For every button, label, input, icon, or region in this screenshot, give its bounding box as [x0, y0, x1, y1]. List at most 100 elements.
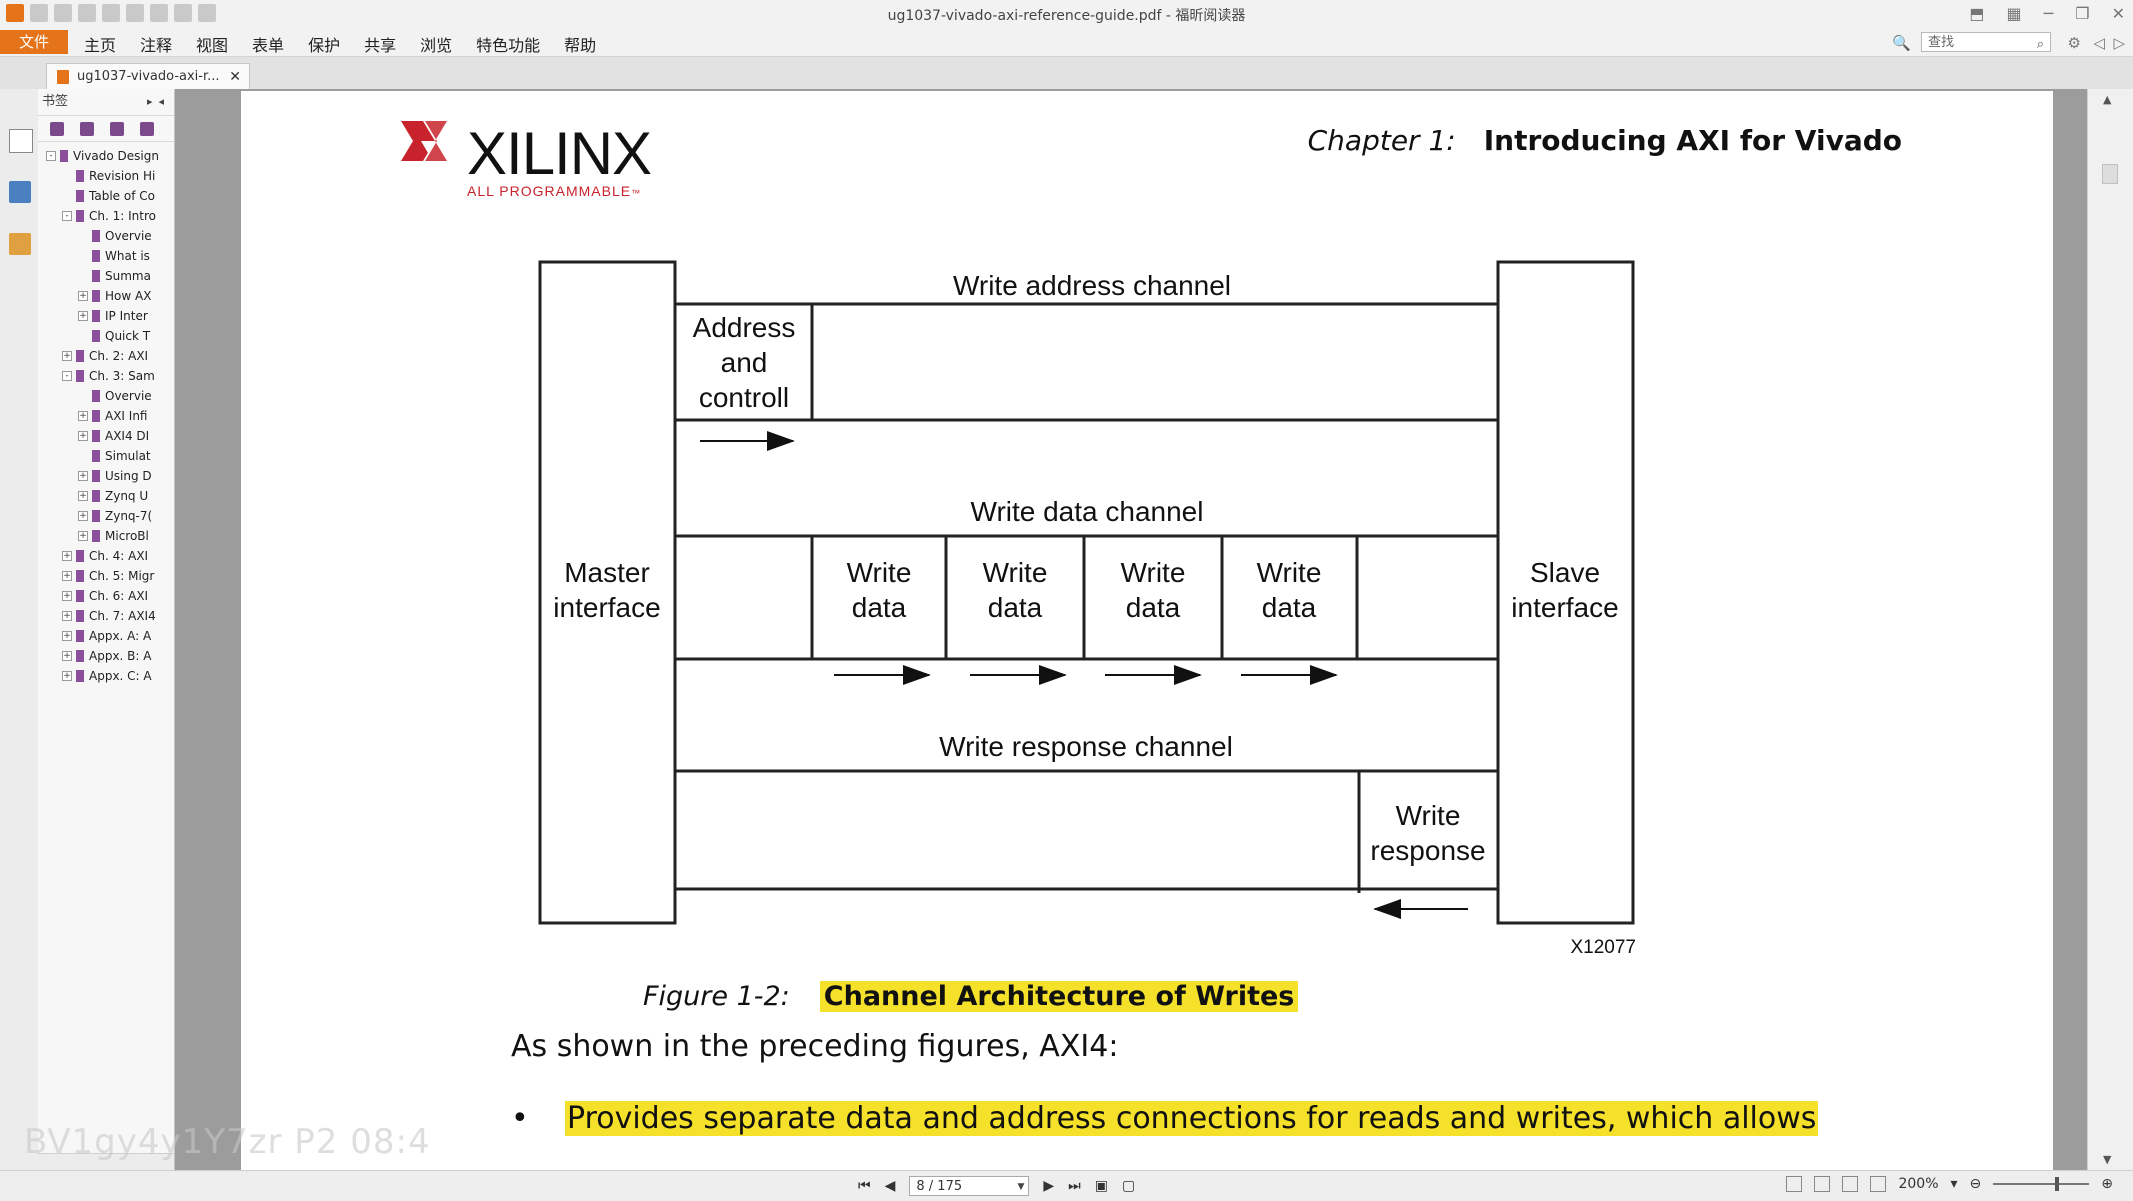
- bookmark-item[interactable]: -Ch. 3: Sam: [38, 366, 174, 386]
- pages-panel-icon[interactable]: [9, 181, 31, 203]
- scroll-thumb[interactable]: [2102, 164, 2118, 184]
- bookmark-item[interactable]: Quick T: [38, 326, 174, 346]
- menu-view[interactable]: 视图: [196, 36, 229, 55]
- back-icon[interactable]: ◁: [2093, 34, 2105, 52]
- collapse-icon[interactable]: -: [62, 211, 72, 221]
- search-icon[interactable]: ⌕: [2036, 37, 2044, 52]
- print-icon[interactable]: [78, 4, 96, 22]
- save-icon[interactable]: [54, 4, 72, 22]
- bookmark-item[interactable]: What is: [38, 246, 174, 266]
- bookmark-item[interactable]: +Appx. C: A: [38, 666, 174, 686]
- open-icon[interactable]: [30, 4, 48, 22]
- bookmark-item[interactable]: +AXI Infi: [38, 406, 174, 426]
- page-dropdown-icon[interactable]: ▼: [1017, 1182, 1025, 1192]
- bookmark-item[interactable]: +How AX: [38, 286, 174, 306]
- bookmark-item[interactable]: -Vivado Design: [38, 146, 174, 166]
- comments-panel-icon[interactable]: [9, 233, 31, 255]
- bookmarks-scrollbar[interactable]: [38, 1153, 174, 1170]
- menu-protect[interactable]: 保护: [308, 36, 341, 55]
- expand-icon[interactable]: +: [78, 531, 88, 541]
- bookmark-options-icon[interactable]: [140, 122, 154, 136]
- expand-icon[interactable]: +: [78, 511, 88, 521]
- expand-icon[interactable]: +: [62, 611, 72, 621]
- menu-file[interactable]: 文件: [0, 30, 68, 54]
- first-page-icon[interactable]: ⏮: [858, 1178, 871, 1194]
- expand-icon[interactable]: +: [62, 651, 72, 661]
- bookmark-item[interactable]: +Zynq-7(: [38, 506, 174, 526]
- expand-icon[interactable]: +: [78, 471, 88, 481]
- zoom-slider[interactable]: [1993, 1177, 2090, 1191]
- expand-icon[interactable]: +: [62, 551, 72, 561]
- page-layout-icon[interactable]: ▣: [1094, 1178, 1109, 1194]
- redo-icon[interactable]: [174, 4, 192, 22]
- zoom-slider-knob[interactable]: [2055, 1177, 2060, 1191]
- menu-browse[interactable]: 浏览: [420, 36, 453, 55]
- expand-icon[interactable]: +: [78, 431, 88, 441]
- bookmark-item[interactable]: +Zynq U: [38, 486, 174, 506]
- page-layout-alt-icon[interactable]: ▢: [1122, 1178, 1136, 1194]
- bookmark-item[interactable]: Summa: [38, 266, 174, 286]
- bookmark-item[interactable]: +Ch. 5: Migr: [38, 566, 174, 586]
- share-icon[interactable]: ⬒: [1969, 4, 1985, 23]
- zoom-dropdown-icon[interactable]: ▾: [1950, 1176, 1958, 1192]
- scroll-up-icon[interactable]: ▲: [2103, 93, 2112, 106]
- menu-home[interactable]: 主页: [84, 36, 117, 55]
- scroll-down-icon[interactable]: ▼: [2103, 1153, 2112, 1166]
- bookmark-item[interactable]: +Ch. 6: AXI: [38, 586, 174, 606]
- menu-help[interactable]: 帮助: [564, 36, 597, 55]
- bookmark-item[interactable]: +IP Inter: [38, 306, 174, 326]
- bookmark-item[interactable]: +Ch. 2: AXI: [38, 346, 174, 366]
- bookmark-item[interactable]: +Appx. B: A: [38, 646, 174, 666]
- facing-view-icon[interactable]: [1842, 1176, 1859, 1192]
- next-page-icon[interactable]: ▶: [1043, 1178, 1055, 1194]
- last-page-icon[interactable]: ⏭: [1068, 1178, 1081, 1194]
- expand-icon[interactable]: +: [78, 491, 88, 501]
- find-icon[interactable]: 🔍: [1892, 34, 1911, 52]
- bookmark-expand-icon[interactable]: [80, 122, 94, 136]
- bookmark-item[interactable]: -Ch. 1: Intro: [38, 206, 174, 226]
- expand-icon[interactable]: +: [78, 311, 88, 321]
- settings-icon[interactable]: ⚙: [2067, 34, 2081, 52]
- grid-icon[interactable]: ▦: [2006, 4, 2022, 23]
- menu-share[interactable]: 共享: [364, 36, 397, 55]
- expand-icon[interactable]: +: [62, 351, 72, 361]
- bookmark-add-icon[interactable]: [50, 122, 64, 136]
- bookmark-item[interactable]: Table of Co: [38, 186, 174, 206]
- expand-icon[interactable]: +: [62, 571, 72, 581]
- bookmark-item[interactable]: +Ch. 4: AXI: [38, 546, 174, 566]
- panel-controls[interactable]: ▸◂: [146, 95, 170, 108]
- restore-button[interactable]: ❐: [2075, 4, 2090, 23]
- prev-page-icon[interactable]: ◀: [884, 1178, 896, 1194]
- expand-icon[interactable]: +: [78, 411, 88, 421]
- continuous-view-icon[interactable]: [1814, 1176, 1831, 1192]
- document-viewer[interactable]: XILINX ALL PROGRAMMABLE™ Chapter 1:Intro…: [175, 89, 2088, 1170]
- collapse-icon[interactable]: -: [62, 371, 72, 381]
- expand-icon[interactable]: +: [62, 591, 72, 601]
- page-number-input[interactable]: 8 / 175 ▼: [909, 1176, 1030, 1196]
- bookmark-item[interactable]: +Using D: [38, 466, 174, 486]
- menu-comment[interactable]: 注释: [140, 36, 173, 55]
- menu-form[interactable]: 表单: [252, 36, 285, 55]
- zoom-out-icon[interactable]: ⊖: [1969, 1176, 1982, 1192]
- zoom-in-icon[interactable]: ⊕: [2101, 1176, 2113, 1192]
- bookmark-item[interactable]: Overvie: [38, 226, 174, 246]
- collapse-icon[interactable]: -: [46, 151, 56, 161]
- expand-icon[interactable]: +: [62, 671, 72, 681]
- continuous-facing-view-icon[interactable]: [1870, 1176, 1887, 1192]
- expand-icon[interactable]: +: [78, 291, 88, 301]
- expand-icon[interactable]: +: [62, 631, 72, 641]
- menu-features[interactable]: 特色功能: [476, 36, 541, 55]
- scan-icon[interactable]: [102, 4, 120, 22]
- bookmark-collapse-icon[interactable]: [110, 122, 124, 136]
- search-input[interactable]: 查找 ⌕: [1921, 32, 2051, 52]
- bookmark-item[interactable]: +MicroBl: [38, 526, 174, 546]
- bookmark-item[interactable]: +AXI4 DI: [38, 426, 174, 446]
- new-icon[interactable]: [126, 4, 144, 22]
- bookmark-panel-icon[interactable]: [9, 129, 33, 153]
- bookmark-item[interactable]: +Appx. A: A: [38, 626, 174, 646]
- bookmark-item[interactable]: +Ch. 7: AXI4: [38, 606, 174, 626]
- vertical-scrollbar[interactable]: ▲ ▼: [2087, 89, 2133, 1170]
- bookmark-item[interactable]: Overvie: [38, 386, 174, 406]
- close-button[interactable]: ✕: [2111, 4, 2125, 23]
- zoom-level[interactable]: 200%: [1898, 1176, 1939, 1192]
